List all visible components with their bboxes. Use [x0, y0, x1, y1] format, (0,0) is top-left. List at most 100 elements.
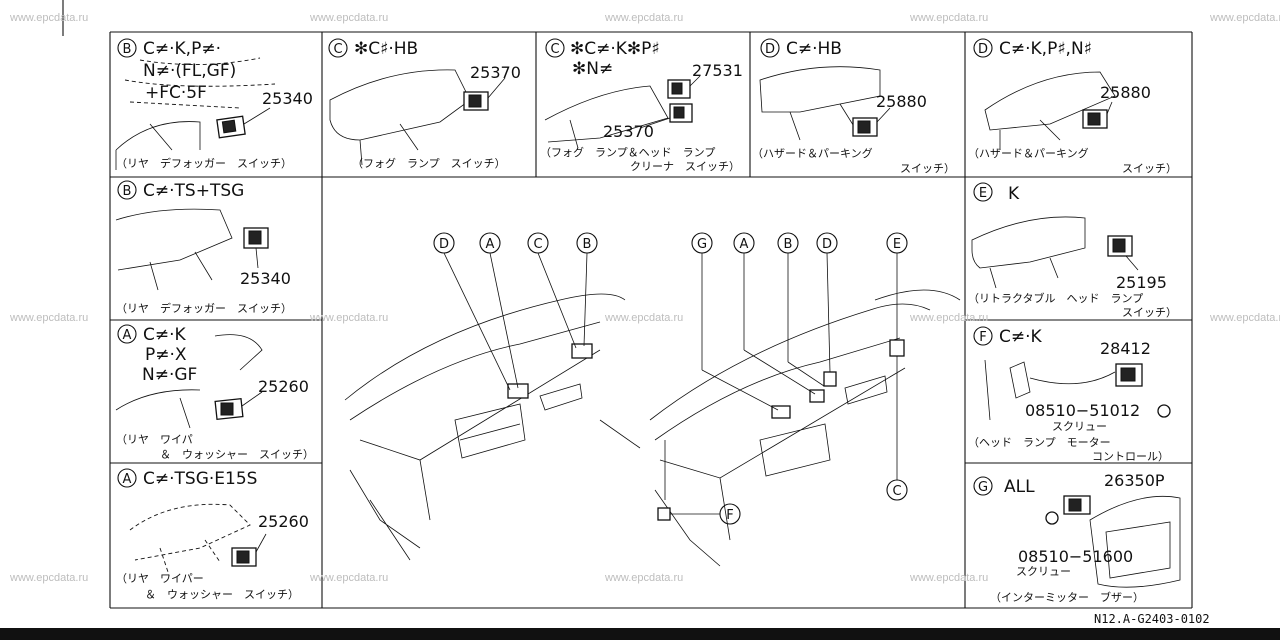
heading-line: +FC·5F	[145, 83, 207, 103]
panel-caption: （ハザード＆パーキング	[968, 146, 1089, 160]
switch-button-icon	[468, 94, 482, 108]
watermark: www.epcdata.ru	[10, 572, 89, 584]
panel-caption: スイッチ）	[900, 162, 955, 175]
switch-icon	[771, 405, 791, 419]
callout-b	[117, 38, 137, 58]
heading-line: ✻N≠	[572, 59, 613, 79]
panel-caption: （フォグ ランプ＆ヘッド ランプ	[540, 145, 715, 159]
switch-button-icon	[673, 106, 685, 119]
part-number: 27531	[692, 61, 743, 80]
heading-line: ✻C≠·K✻P♯	[570, 39, 660, 59]
callout-letter: G	[697, 237, 707, 252]
panel-outline	[1089, 495, 1181, 588]
panel-caption: ＆ ウォッシャー スイッチ）	[145, 588, 299, 601]
callout-d	[973, 38, 993, 58]
dash-outline	[649, 289, 961, 567]
part-number: 25370	[470, 63, 521, 82]
heading-line: C≠·K,P♯,N♯	[999, 39, 1092, 59]
heading-line: C≠·HB	[786, 39, 842, 59]
callout-a	[117, 468, 137, 488]
dash-outline	[329, 69, 471, 166]
panel-a-rear-wiper-2: A C≠·TSG·E15S 25260 （リヤ ワイパー ＆ ウォッシャー スイ…	[116, 468, 309, 601]
callout-letter: B	[123, 184, 132, 199]
part-number: 08510−51600	[1018, 547, 1133, 566]
callout-letter: D	[822, 237, 832, 252]
watermark: www.epcdata.ru	[605, 12, 684, 24]
dashboard-left-illustration	[344, 293, 641, 561]
watermark: www.epcdata.ru	[605, 312, 684, 324]
switch-icon	[507, 383, 529, 399]
panel-c-fog-cleaner: C ✻C≠·K✻P♯ ✻N≠ 27531 25370 （フォグ ランプ＆ヘッド …	[540, 38, 743, 173]
fuse-box-icon	[657, 507, 671, 521]
switch-icon	[571, 343, 593, 359]
dash-outline	[984, 71, 1116, 150]
watermark: www.epcdata.ru	[605, 572, 684, 584]
watermark: www.epcdata.ru	[1210, 12, 1280, 24]
panel-c-fog-lamp: C ✻C♯·HB 25370 （フォグ ランプ スイッチ）	[328, 38, 521, 170]
callout-letter: B	[784, 237, 793, 252]
heading-line: N≠·(FL,GF)	[143, 61, 236, 81]
callout-letter: C	[550, 42, 559, 57]
watermark: www.epcdata.ru	[310, 572, 389, 584]
callout-letter: C	[892, 484, 901, 499]
callout-g	[973, 476, 993, 496]
watermark: www.epcdata.ru	[310, 312, 389, 324]
heading-line: N≠·GF	[142, 365, 197, 385]
part-number: 25340	[262, 89, 313, 108]
bracket-outline	[984, 359, 1116, 421]
callout-b	[117, 180, 137, 200]
part-number: 25880	[876, 92, 927, 111]
part-number: 08510−51012	[1025, 401, 1140, 420]
dash-outline	[971, 216, 1086, 289]
control-unit-face-icon	[1120, 367, 1136, 382]
part-number: 25880	[1100, 83, 1151, 102]
dash-outline	[344, 293, 641, 561]
watermark: www.epcdata.ru	[1210, 312, 1280, 324]
callout-letter: C	[333, 42, 342, 57]
dash-outline	[129, 503, 251, 573]
switch-button-icon	[248, 230, 262, 245]
switch-button-icon	[236, 550, 250, 564]
left-callouts: D A C B	[433, 232, 598, 391]
callout-letter: D	[978, 42, 988, 57]
callout-e	[973, 182, 993, 202]
callout-d	[760, 38, 780, 58]
heading-line: C≠·K,P≠·	[143, 39, 221, 59]
watermark: www.epcdata.ru	[910, 312, 989, 324]
panel-caption: （リヤ ワイパー	[116, 572, 204, 585]
screw-label: スクリュー	[1052, 420, 1107, 433]
panel-a-rear-wiper-1: A C≠·K P≠·X N≠·GF 25260 （リヤ ワイパ ＆ ウォッシャー…	[115, 324, 314, 461]
panel-caption: クリーナ スイッチ）	[630, 160, 740, 173]
panel-d-hazard-2: D C≠·K,P♯,N♯ 25880 （ハザード＆パーキング スイッチ）	[968, 38, 1177, 175]
switch-icon	[823, 371, 837, 387]
panel-caption: コントロール）	[1092, 450, 1169, 463]
panel-d-hazard-1: D C≠·HB 25880 （ハザード＆パーキング スイッチ）	[752, 38, 955, 175]
switch-button-icon	[1087, 112, 1101, 126]
callout-letter: E	[979, 186, 987, 201]
dash-outline	[115, 208, 233, 291]
panel-caption: （インターミッター ブザー）	[990, 590, 1144, 604]
callout-letter: A	[123, 472, 132, 487]
callout-c	[328, 38, 348, 58]
switch-button-icon	[671, 82, 683, 95]
callout-letter: F	[979, 330, 986, 345]
heading-line: C≠·TS+TSG	[143, 181, 244, 201]
panel-g-buzzer: G ALL 26350P 08510−51600 スクリュー （インターミッター…	[973, 471, 1181, 604]
footer-bar	[0, 628, 1280, 640]
panel-caption: （ヘッド ランプ モーター	[968, 436, 1111, 449]
panel-caption: （リヤ デフォッガー スイッチ）	[116, 156, 292, 170]
switch-button-icon	[857, 120, 871, 134]
panel-caption: （リトラクタブル ヘッド ランプ	[968, 291, 1143, 305]
panel-b-rear-defogger-1: B C≠·K,P≠· N≠·(FL,GF) +FC·5F 25340 （リヤ デ…	[115, 38, 313, 170]
part-number: 25260	[258, 512, 309, 531]
switch-button-icon	[221, 119, 237, 134]
watermark: www.epcdata.ru	[910, 12, 989, 24]
part-number: 26350P	[1104, 471, 1165, 490]
part-number: 25195	[1116, 273, 1167, 292]
switch-icon	[889, 339, 905, 357]
dashboard-right-illustration	[649, 289, 961, 567]
watermark: www.epcdata.ru	[910, 572, 989, 584]
callout-letter: B	[583, 237, 592, 252]
